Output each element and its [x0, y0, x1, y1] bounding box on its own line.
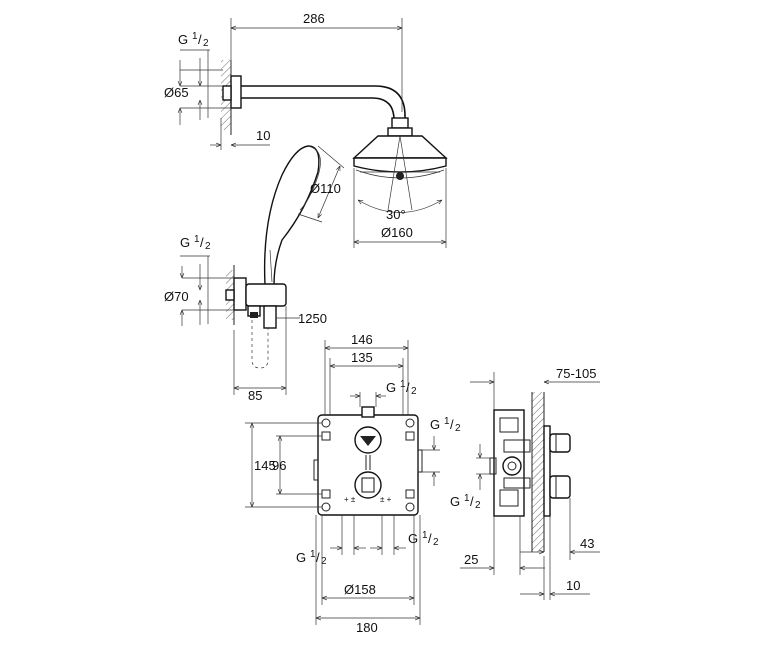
- svg-text:2: 2: [411, 386, 417, 397]
- flange-diameter-top-dim: Ø65: [164, 85, 189, 100]
- svg-text:2: 2: [475, 500, 481, 511]
- thread-outlet-right-label: G 1 / 2: [408, 530, 439, 548]
- flange-depth-top-dim: 10: [256, 128, 270, 143]
- side-view: G 1 / 2 75-105 25 43 10: [450, 366, 600, 600]
- wall-offset-dim: 25: [464, 552, 478, 567]
- handle-projection-dim: 43: [580, 536, 594, 551]
- head-diameter-dim: Ø160: [381, 225, 413, 240]
- hand-shower-view: Ø110 G 1 / 2 Ø70 1250: [164, 145, 345, 403]
- plate-height-dim: 145: [254, 458, 276, 473]
- svg-text:± +: ± +: [380, 495, 392, 504]
- flange-diameter-mid-dim: Ø70: [164, 289, 189, 304]
- install-depth-dim: 75-105: [556, 366, 596, 381]
- hose-length-dim: 1250: [298, 311, 327, 326]
- svg-text:/: /: [470, 494, 474, 509]
- svg-text:/: /: [316, 550, 320, 565]
- plate-spacing-dim: 96: [272, 458, 286, 473]
- svg-text:2: 2: [433, 537, 439, 548]
- arm-length-dim: 286: [303, 11, 325, 26]
- svg-text:/: /: [428, 531, 432, 546]
- svg-text:G: G: [408, 531, 418, 546]
- svg-text:/: /: [198, 32, 202, 47]
- svg-text:1: 1: [444, 416, 450, 427]
- front-view: + ± ± + 146 135 G 1 / 2 G 1 / 2: [245, 332, 461, 635]
- svg-text:2: 2: [455, 423, 461, 434]
- svg-text:G: G: [430, 417, 440, 432]
- svg-text:1: 1: [422, 530, 428, 541]
- plate-width-outer-dim: 146: [351, 332, 373, 347]
- svg-text:2: 2: [203, 38, 209, 49]
- svg-text:2: 2: [205, 241, 211, 252]
- thread-outlet-left-label: G 1 / 2: [296, 549, 327, 567]
- svg-text:G: G: [386, 380, 396, 395]
- svg-text:/: /: [450, 417, 454, 432]
- outlet-projection-dim: 85: [248, 388, 262, 403]
- thread-inlet-right-label: G 1 / 2: [430, 416, 461, 434]
- svg-text:+ ±: + ±: [344, 495, 356, 504]
- svg-text:1: 1: [464, 493, 470, 504]
- thread-inlet-top-label: G 1 / 2: [386, 379, 417, 397]
- cover-thickness-dim: 10: [566, 578, 580, 593]
- cover-width-dim: 180: [356, 620, 378, 635]
- head-shower-view: 30° 286 G 1 / 2 Ø65 10 Ø160: [164, 11, 448, 248]
- thread-top-label: G 1 / 2: [178, 31, 209, 49]
- svg-text:G: G: [180, 235, 190, 250]
- svg-text:1: 1: [192, 31, 198, 42]
- svg-text:/: /: [406, 380, 410, 395]
- thread-side-label: G 1 / 2: [450, 493, 481, 511]
- thread-mid-label: G 1 / 2: [180, 234, 211, 252]
- head-angle-label: 30°: [386, 207, 406, 222]
- svg-text:2: 2: [321, 556, 327, 567]
- svg-text:1: 1: [194, 234, 200, 245]
- svg-text:1: 1: [310, 549, 316, 560]
- plate-width-inner-dim: 135: [351, 350, 373, 365]
- handshower-diameter-dim: Ø110: [310, 181, 341, 196]
- svg-text:G: G: [450, 494, 460, 509]
- svg-text:G: G: [296, 550, 306, 565]
- cover-diameter-dim: Ø158: [344, 582, 376, 597]
- svg-text:G: G: [178, 32, 188, 47]
- svg-text:1: 1: [400, 379, 406, 390]
- svg-text:/: /: [200, 235, 204, 250]
